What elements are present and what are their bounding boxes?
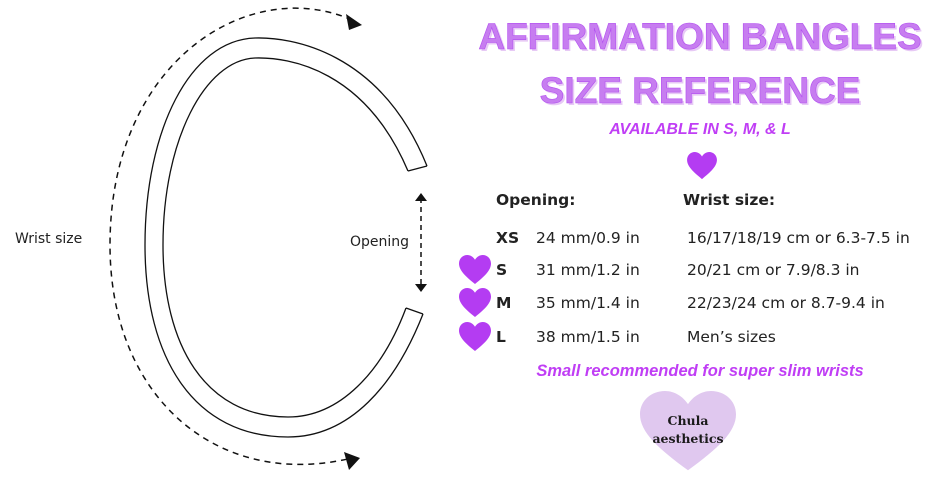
opening-value: 24 mm/0.9 in	[536, 229, 640, 247]
size-label: L	[496, 328, 506, 346]
opening-value: 31 mm/1.2 in	[536, 261, 640, 279]
logo-text-line1: Chula	[667, 413, 709, 428]
bangle-diagram: Wrist size Opening	[0, 0, 450, 487]
page-title-line1: AFFIRMATION BANGLES	[478, 16, 922, 58]
wrist-value: 16/17/18/19 cm or 6.3-7.5 in	[687, 229, 910, 247]
wrist-value: Men’s sizes	[687, 328, 776, 346]
wrist-column-header: Wrist size:	[683, 191, 776, 209]
size-row-m: M 35 mm/1.4 in 22/23/24 cm or 8.7-9.4 in	[455, 288, 945, 320]
arrow-top-icon	[346, 14, 362, 30]
arrow-down-icon	[415, 284, 427, 292]
heart-icon	[459, 288, 491, 317]
wrist-value: 22/23/24 cm or 8.7-9.4 in	[687, 294, 885, 312]
logo-text-line2: aesthetics	[652, 431, 724, 446]
recommendation-note: Small recommended for super slim wrists	[536, 362, 864, 380]
size-row-l: L 38 mm/1.5 in Men’s sizes	[455, 322, 945, 354]
logo-heart-icon	[640, 391, 736, 471]
opening-value: 35 mm/1.4 in	[536, 294, 640, 312]
opening-column-header: Opening:	[496, 191, 576, 209]
size-row-xs: XS 24 mm/0.9 in 16/17/18/19 cm or 6.3-7.…	[455, 229, 945, 255]
wrist-size-label: Wrist size	[15, 231, 83, 247]
brand-logo: Chula aesthetics	[640, 391, 736, 473]
wrist-size-arc	[109, 7, 353, 466]
bangle-outer-edge	[144, 37, 428, 438]
size-row-s: S 31 mm/1.2 in 20/21 cm or 7.9/8.3 in	[455, 255, 945, 287]
opening-value: 38 mm/1.5 in	[536, 328, 640, 346]
availability-subtitle: AVAILABLE IN S, M, & L	[609, 121, 791, 138]
heart-icon	[459, 255, 491, 284]
heart-icon	[687, 152, 717, 180]
size-label: M	[496, 294, 512, 312]
heart-icon	[459, 322, 491, 351]
wrist-value: 20/21 cm or 7.9/8.3 in	[687, 261, 860, 279]
size-label: XS	[496, 229, 520, 247]
size-label: S	[496, 261, 508, 279]
arrow-bottom-icon	[344, 452, 360, 470]
arrow-up-icon	[415, 193, 427, 201]
bangle-inner-edge	[162, 57, 409, 418]
page-title-line2: SIZE REFERENCE	[539, 70, 861, 112]
opening-label: Opening	[350, 234, 410, 250]
bangle-illustration	[109, 7, 428, 470]
